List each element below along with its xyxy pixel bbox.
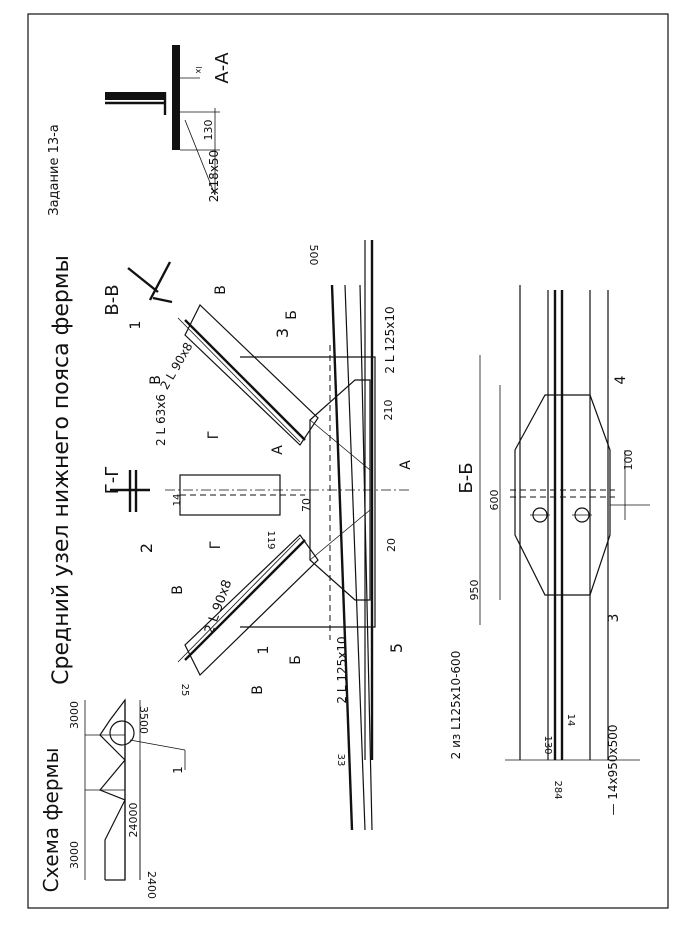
- num-5: 5: [387, 643, 406, 653]
- cut-b-top: Б: [284, 310, 300, 320]
- scheme-dim-3000-right: 3000: [68, 701, 81, 729]
- cut-v-upper-2: В: [213, 285, 229, 295]
- dim-210: 210: [382, 400, 395, 421]
- diag-lower-label: 2 L 90x8: [202, 578, 235, 636]
- section-bb-dim-130: 130: [542, 735, 553, 754]
- scheme-dim-24000: 24000: [127, 803, 140, 838]
- section-bb-plate-label: — 14x950x500: [606, 724, 620, 815]
- section-bb-dim-950: 950: [468, 580, 481, 601]
- cut-a-lower: А: [398, 460, 414, 470]
- section-aa-title: А-А: [212, 52, 233, 84]
- chord-top-label: 2 L 125x10: [383, 306, 397, 373]
- section-aa-dim-130: 130: [202, 120, 215, 141]
- cut-v-lower: В: [250, 685, 266, 695]
- dim-20: 20: [385, 538, 398, 552]
- num-1-lower: 1: [256, 646, 272, 655]
- main-title-group: Средний узел нижнего пояса фермы: [49, 255, 74, 685]
- task-label-group: Задание 13-а: [47, 124, 62, 216]
- section-aa-dim-x: lx: [194, 67, 203, 74]
- dim-14-node: 14: [172, 494, 183, 507]
- detail-circle: [109, 720, 135, 746]
- cut-a-upper: А: [270, 445, 286, 455]
- main-title: Средний узел нижнего пояса фермы: [49, 255, 74, 685]
- post-label: 2 L 63x6: [154, 394, 168, 446]
- section-aa: А-А 130 lx 2x18x50: [105, 45, 233, 202]
- scheme-callout-1: 1: [171, 766, 185, 774]
- cut-b-bottom: Б: [288, 655, 304, 665]
- num-1-upper: 1: [128, 321, 144, 330]
- section-aa-weld: 2x18x50: [207, 150, 221, 202]
- dim-70: 70: [300, 498, 313, 512]
- scheme-dim-3000-left: 3000: [68, 841, 81, 869]
- section-gg: Г-Г: [102, 466, 150, 512]
- dim-119: 119: [265, 530, 276, 549]
- task-label: Задание 13-а: [47, 124, 62, 216]
- cut-g-lower: Г: [208, 541, 224, 550]
- dim-33: 33: [335, 754, 346, 767]
- section-bb: Б-Б 600 950 100 284 130 14 — 14x950x500 …: [449, 285, 650, 816]
- sheet-frame: [27, 13, 669, 909]
- num-3: 3: [273, 328, 292, 338]
- section-bb-dim-100: 100: [622, 450, 635, 471]
- section-bb-dim-14: 14: [565, 714, 576, 727]
- scheme-dim-3500: 3500: [137, 706, 150, 734]
- num-2: 2: [137, 543, 156, 553]
- scheme-dim-2400: 2400: [145, 871, 158, 899]
- node-drawing: 2 L 125x10 2 L 125x10 500 210 70 20 119 …: [128, 240, 414, 831]
- section-bb-callout-4: 4: [613, 375, 629, 384]
- section-bb-title: Б-Б: [456, 462, 477, 493]
- section-vv-title: В-В: [102, 284, 123, 315]
- cut-v-upper: В: [148, 375, 164, 385]
- section-bb-dim-284: 284: [552, 780, 563, 799]
- dim-500: 500: [307, 245, 320, 266]
- cut-g-upper: Г: [206, 431, 222, 440]
- section-vv: В-В: [102, 261, 173, 316]
- cut-v-lower-2: В: [170, 585, 186, 595]
- section-gg-title: Г-Г: [102, 466, 123, 494]
- scheme-title-group: Схема фермы: [39, 748, 63, 893]
- section-bb-callout-3: 3: [606, 614, 622, 623]
- section-bb-dim-600: 600: [488, 490, 501, 511]
- truss-scheme: 3000 3000 24000 3500 2400 1: [68, 698, 186, 899]
- dim-25: 25: [179, 684, 190, 697]
- chord-bottom-label: 2 L 125x10: [335, 636, 349, 703]
- section-bb-bottom-angles: 2 из L125x10-600: [449, 651, 463, 760]
- scheme-title: Схема фермы: [39, 748, 63, 893]
